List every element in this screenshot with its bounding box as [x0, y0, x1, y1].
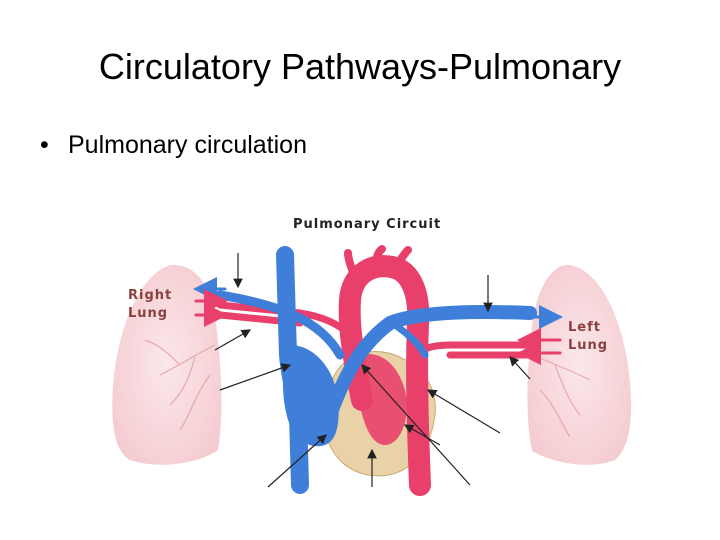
left-lung [527, 264, 632, 465]
diagram-title: Pulmonary Circuit [293, 217, 442, 232]
left-lung-label: Left Lung [568, 320, 609, 353]
left-lung-flow-arrows [517, 305, 563, 365]
slide-title: Circulatory Pathways-Pulmonary [98, 46, 622, 87]
right-lung-label: Right Lung [128, 288, 173, 321]
right-lung-flow-arrows [193, 277, 228, 327]
heart-lungs-illustration [112, 245, 632, 496]
right-lung [112, 264, 222, 465]
bullet-text: Pulmonary circulation [68, 131, 307, 159]
bullet-item: • Pulmonary circulation [40, 131, 307, 160]
left-ventricle [356, 354, 407, 445]
right-lung-vessels [144, 339, 216, 431]
pulmonary-circuit-diagram: Pulmonary Circuit Right Lung Left Lung [100, 205, 640, 505]
pulmonary-veins [216, 301, 534, 361]
pointer-lines [214, 253, 531, 488]
bullet-marker: • [40, 131, 49, 159]
right-heart [283, 345, 339, 447]
